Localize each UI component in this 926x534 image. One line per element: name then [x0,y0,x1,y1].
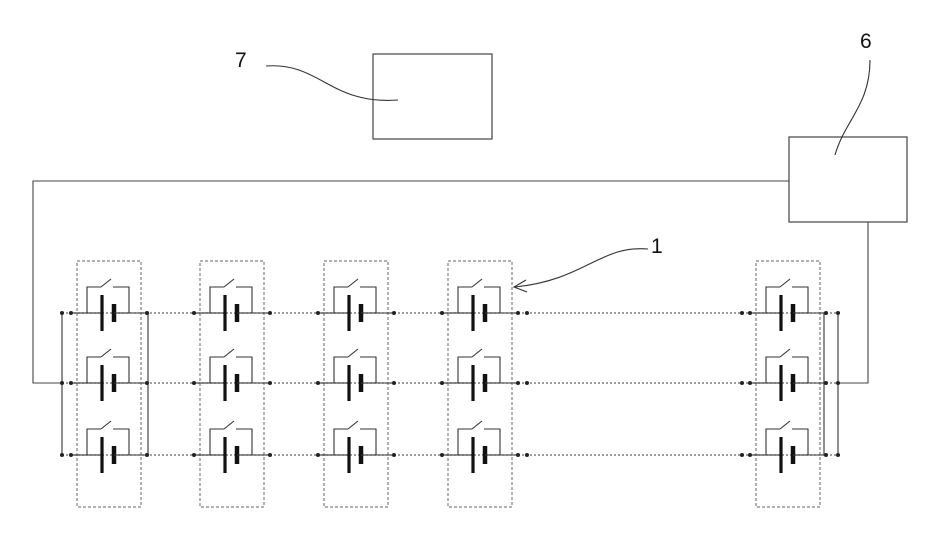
junction-dot [748,311,752,315]
switch-blade [224,421,234,429]
outer-wire-right [838,222,868,383]
switch-wire [87,357,101,383]
switch-wire [334,357,348,383]
junction-dot [392,381,396,385]
switch-wire [766,357,780,383]
switch-wire [210,357,224,383]
junction-dot [516,453,520,457]
junction-dot [316,381,320,385]
switch-blade [101,349,111,357]
switch-blade [348,349,358,357]
switch-blade [780,349,790,357]
switch-wire [87,287,101,313]
switch-blade [472,279,482,287]
switch-blade [101,421,111,429]
junction-dot [392,453,396,457]
junction-dot [516,381,520,385]
junction-dot [69,381,73,385]
junction-dot [145,311,149,315]
junction-dot [60,311,64,315]
junction-dot [836,311,840,315]
switch-wire [458,287,472,313]
component-7-box [373,54,492,139]
junction-dot [525,381,529,385]
switch-blade [224,349,234,357]
switch-blade [348,421,358,429]
switch-wire [210,287,224,313]
junction-dot [268,381,272,385]
junction-dot [740,311,744,315]
junction-dot [525,453,529,457]
switch-blade [472,421,482,429]
switch-wire [210,429,224,455]
switch-blade [348,279,358,287]
switch-wire [766,429,780,455]
junction-dot [440,381,444,385]
switch-wire [458,429,472,455]
leader-line-1 [515,249,648,287]
junction-dot [60,453,64,457]
switch-wire [458,357,472,383]
junction-dot [824,311,828,315]
leader-line-7 [266,66,398,101]
switch-wire [334,429,348,455]
junction-dot [69,311,73,315]
junction-dot [824,453,828,457]
junction-dot [748,453,752,457]
junction-dot [516,311,520,315]
junction-dot [60,381,64,385]
switch-blade [472,349,482,357]
junction-dot [69,453,73,457]
switch-blade [224,279,234,287]
component-6-box [789,137,907,222]
battery-array [60,261,840,507]
junction-dot [145,453,149,457]
switch-blade [101,279,111,287]
junction-dot [740,381,744,385]
switch-blade [780,279,790,287]
leader-line-6 [835,60,870,155]
junction-dot [192,311,196,315]
junction-dot [440,453,444,457]
switch-blade [780,421,790,429]
junction-dot [836,453,840,457]
junction-dot [836,381,840,385]
junction-dot [192,381,196,385]
switch-wire [87,429,101,455]
label-6: 6 [860,31,872,52]
junction-dot [268,311,272,315]
junction-dot [316,453,320,457]
junction-dot [392,311,396,315]
junction-dot [740,453,744,457]
junction-dot [525,311,529,315]
label-7: 7 [235,50,247,71]
switch-wire [334,287,348,313]
junction-dot [192,453,196,457]
junction-dot [268,453,272,457]
switch-wire [766,287,780,313]
junction-dot [824,381,828,385]
junction-dot [440,311,444,315]
label-1: 1 [651,236,663,257]
junction-dot [748,381,752,385]
junction-dot [316,311,320,315]
junction-dot [145,381,149,385]
outer-wire-left [33,181,789,383]
